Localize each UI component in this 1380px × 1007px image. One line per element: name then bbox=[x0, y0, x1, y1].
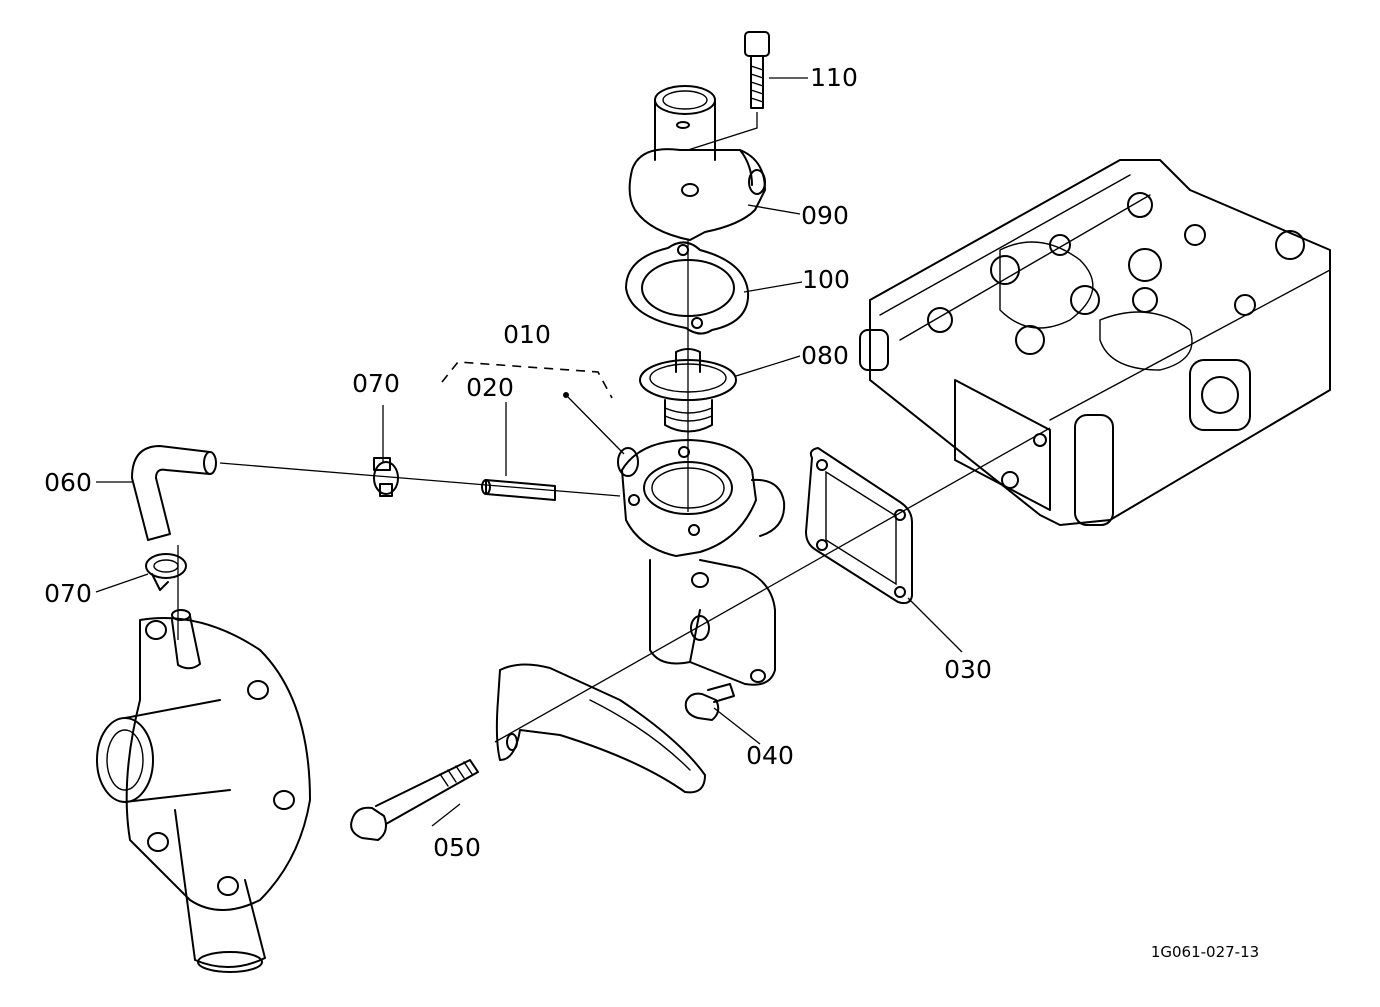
callout-100: 100 bbox=[802, 265, 850, 294]
callout-070-upper: 070 bbox=[352, 369, 400, 398]
bolt-040 bbox=[684, 683, 735, 721]
assembly-lines bbox=[177, 240, 1051, 743]
bracket bbox=[495, 663, 706, 794]
callout-090: 090 bbox=[801, 201, 849, 230]
cylinder-head bbox=[859, 159, 1331, 526]
callout-110: 110 bbox=[810, 63, 858, 92]
callout-010: 010 bbox=[503, 320, 551, 349]
callout-030: 030 bbox=[944, 655, 992, 684]
callout-070-lower: 070 bbox=[44, 579, 92, 608]
thermostat-cover-090 bbox=[628, 85, 766, 241]
bolt-110 bbox=[744, 31, 770, 109]
callout-060: 060 bbox=[44, 468, 92, 497]
thermostat-housing-010 bbox=[617, 439, 786, 686]
hose-060 bbox=[131, 445, 217, 541]
pipe-020 bbox=[481, 479, 556, 501]
drawing-code: 1G061-027-13 bbox=[1151, 943, 1259, 961]
callout-040: 040 bbox=[746, 741, 794, 770]
clamp-070-lower bbox=[145, 553, 187, 591]
callout-080: 080 bbox=[801, 341, 849, 370]
gasket-100 bbox=[625, 241, 750, 335]
water-pump bbox=[96, 609, 311, 973]
callout-labels: 010 020 030 040 050 060 070 070 080 090 … bbox=[44, 63, 992, 862]
gasket-030 bbox=[805, 447, 913, 605]
callout-050: 050 bbox=[433, 833, 481, 862]
callout-020: 020 bbox=[466, 373, 514, 402]
bolt-050 bbox=[350, 759, 479, 841]
leader-lines bbox=[95, 77, 963, 827]
